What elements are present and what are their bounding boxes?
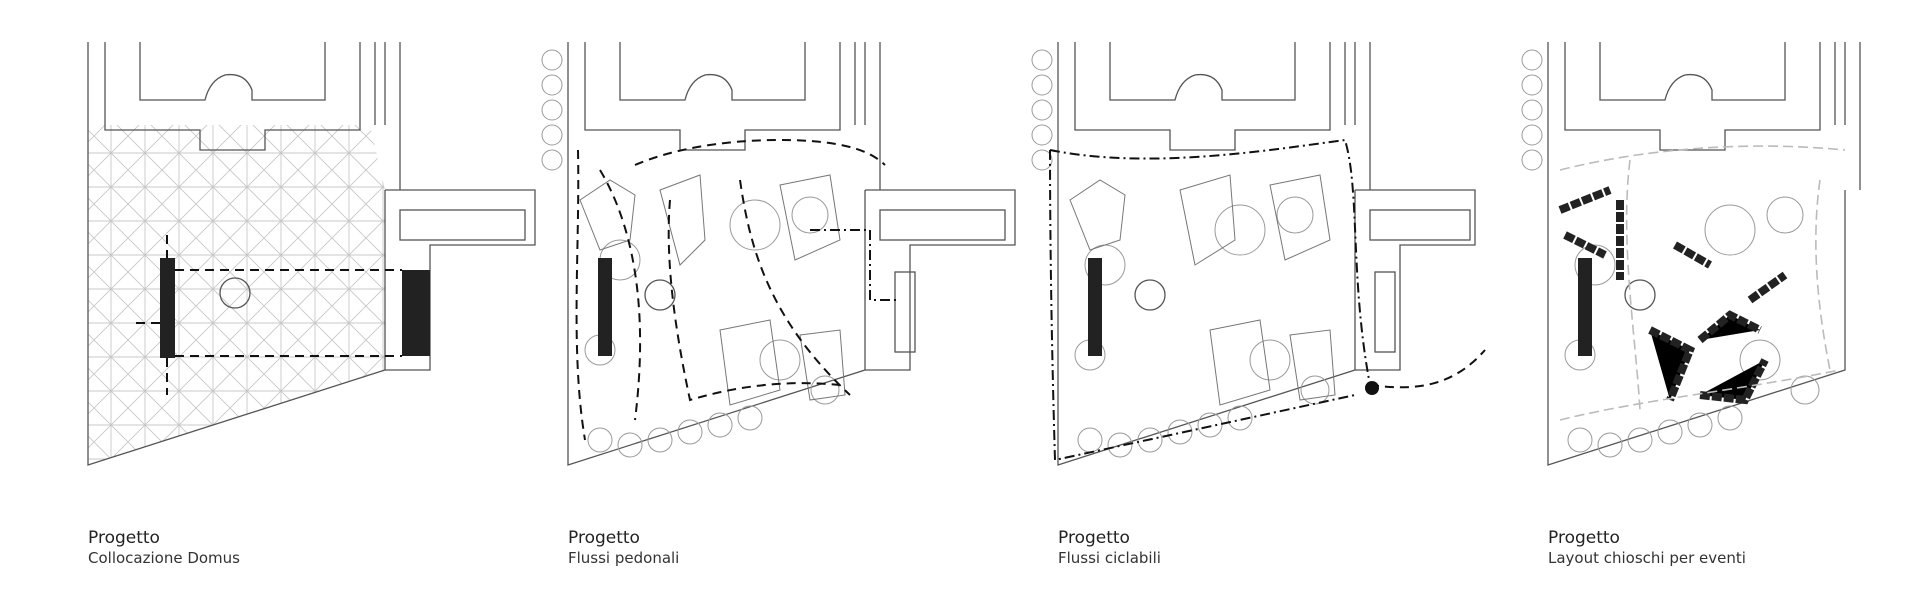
panel-caption: Progetto Layout chioschi per eventi bbox=[1548, 528, 1746, 568]
pedestrian-flows bbox=[575, 138, 900, 441]
site-plan-drawing bbox=[87, 42, 536, 466]
panel-subtitle: Layout chioschi per eventi bbox=[1548, 549, 1746, 568]
pavilions bbox=[1069, 174, 1396, 406]
panel-title: Progetto bbox=[1548, 528, 1620, 548]
pavilions bbox=[579, 174, 916, 406]
panel-caption: Progetto Collocazione Domus bbox=[88, 528, 240, 568]
panel-caption: Progetto Flussi ciclabili bbox=[1058, 528, 1161, 568]
site-base bbox=[1547, 42, 1861, 466]
panel-subtitle: Collocazione Domus bbox=[88, 549, 240, 568]
kiosks bbox=[1558, 186, 1788, 405]
site-plan-drawing bbox=[1031, 42, 1486, 466]
site-plan-drawing bbox=[1521, 42, 1861, 466]
panel-title: Progetto bbox=[568, 528, 640, 548]
tree-canopies bbox=[541, 49, 840, 458]
panel-collocazione-domus: Progetto Collocazione Domus bbox=[60, 0, 536, 591]
panel-flussi-ciclabili: Progetto Flussi ciclabili bbox=[1030, 0, 1486, 591]
site-base bbox=[1057, 42, 1476, 466]
panel-title: Progetto bbox=[1058, 528, 1130, 548]
event-paths bbox=[1559, 145, 1846, 421]
panel-caption: Progetto Flussi pedonali bbox=[568, 528, 679, 568]
site-base bbox=[567, 42, 1016, 466]
panel-subtitle: Flussi ciclabili bbox=[1058, 549, 1161, 568]
tree-canopies bbox=[1031, 49, 1330, 458]
panel-subtitle: Flussi pedonali bbox=[568, 549, 680, 568]
panel-flussi-pedonali: Progetto Flussi pedonali bbox=[540, 0, 1016, 591]
panel-layout-chioschi: Progetto Layout chioschi per eventi bbox=[1520, 0, 1920, 591]
site-plan-drawing bbox=[541, 42, 1016, 466]
cycle-flows bbox=[1049, 138, 1486, 462]
domus-pavilion bbox=[132, 235, 430, 395]
tree-canopies bbox=[1521, 49, 1820, 458]
site-base bbox=[87, 42, 536, 466]
panel-title: Progetto bbox=[88, 528, 160, 548]
